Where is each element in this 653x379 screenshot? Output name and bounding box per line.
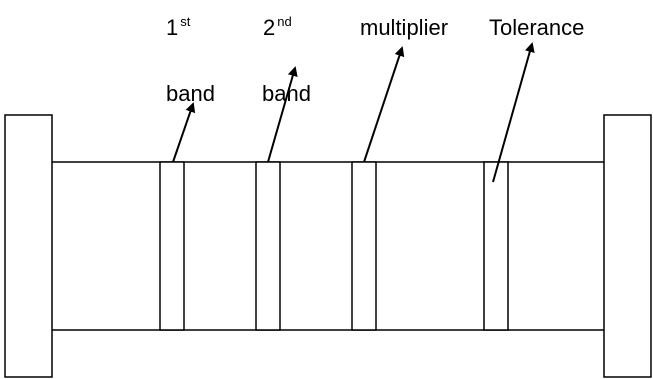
first-band-arrow <box>172 102 196 163</box>
multiplier-arrow <box>363 46 405 163</box>
first-band-word-label: band <box>166 81 215 106</box>
multiplier-label: multiplier <box>360 15 449 40</box>
tolerance-label: Tolerance <box>489 15 585 40</box>
multiplier-band <box>351 161 377 331</box>
second-band-word-label: band <box>262 81 311 106</box>
left-end-cap <box>4 114 53 378</box>
second-band-arrow <box>267 66 298 163</box>
second-band <box>255 161 281 331</box>
right-end-cap <box>603 114 652 378</box>
first-band <box>159 161 185 331</box>
tolerance-arrow <box>492 42 535 183</box>
tolerance-band <box>483 161 509 331</box>
